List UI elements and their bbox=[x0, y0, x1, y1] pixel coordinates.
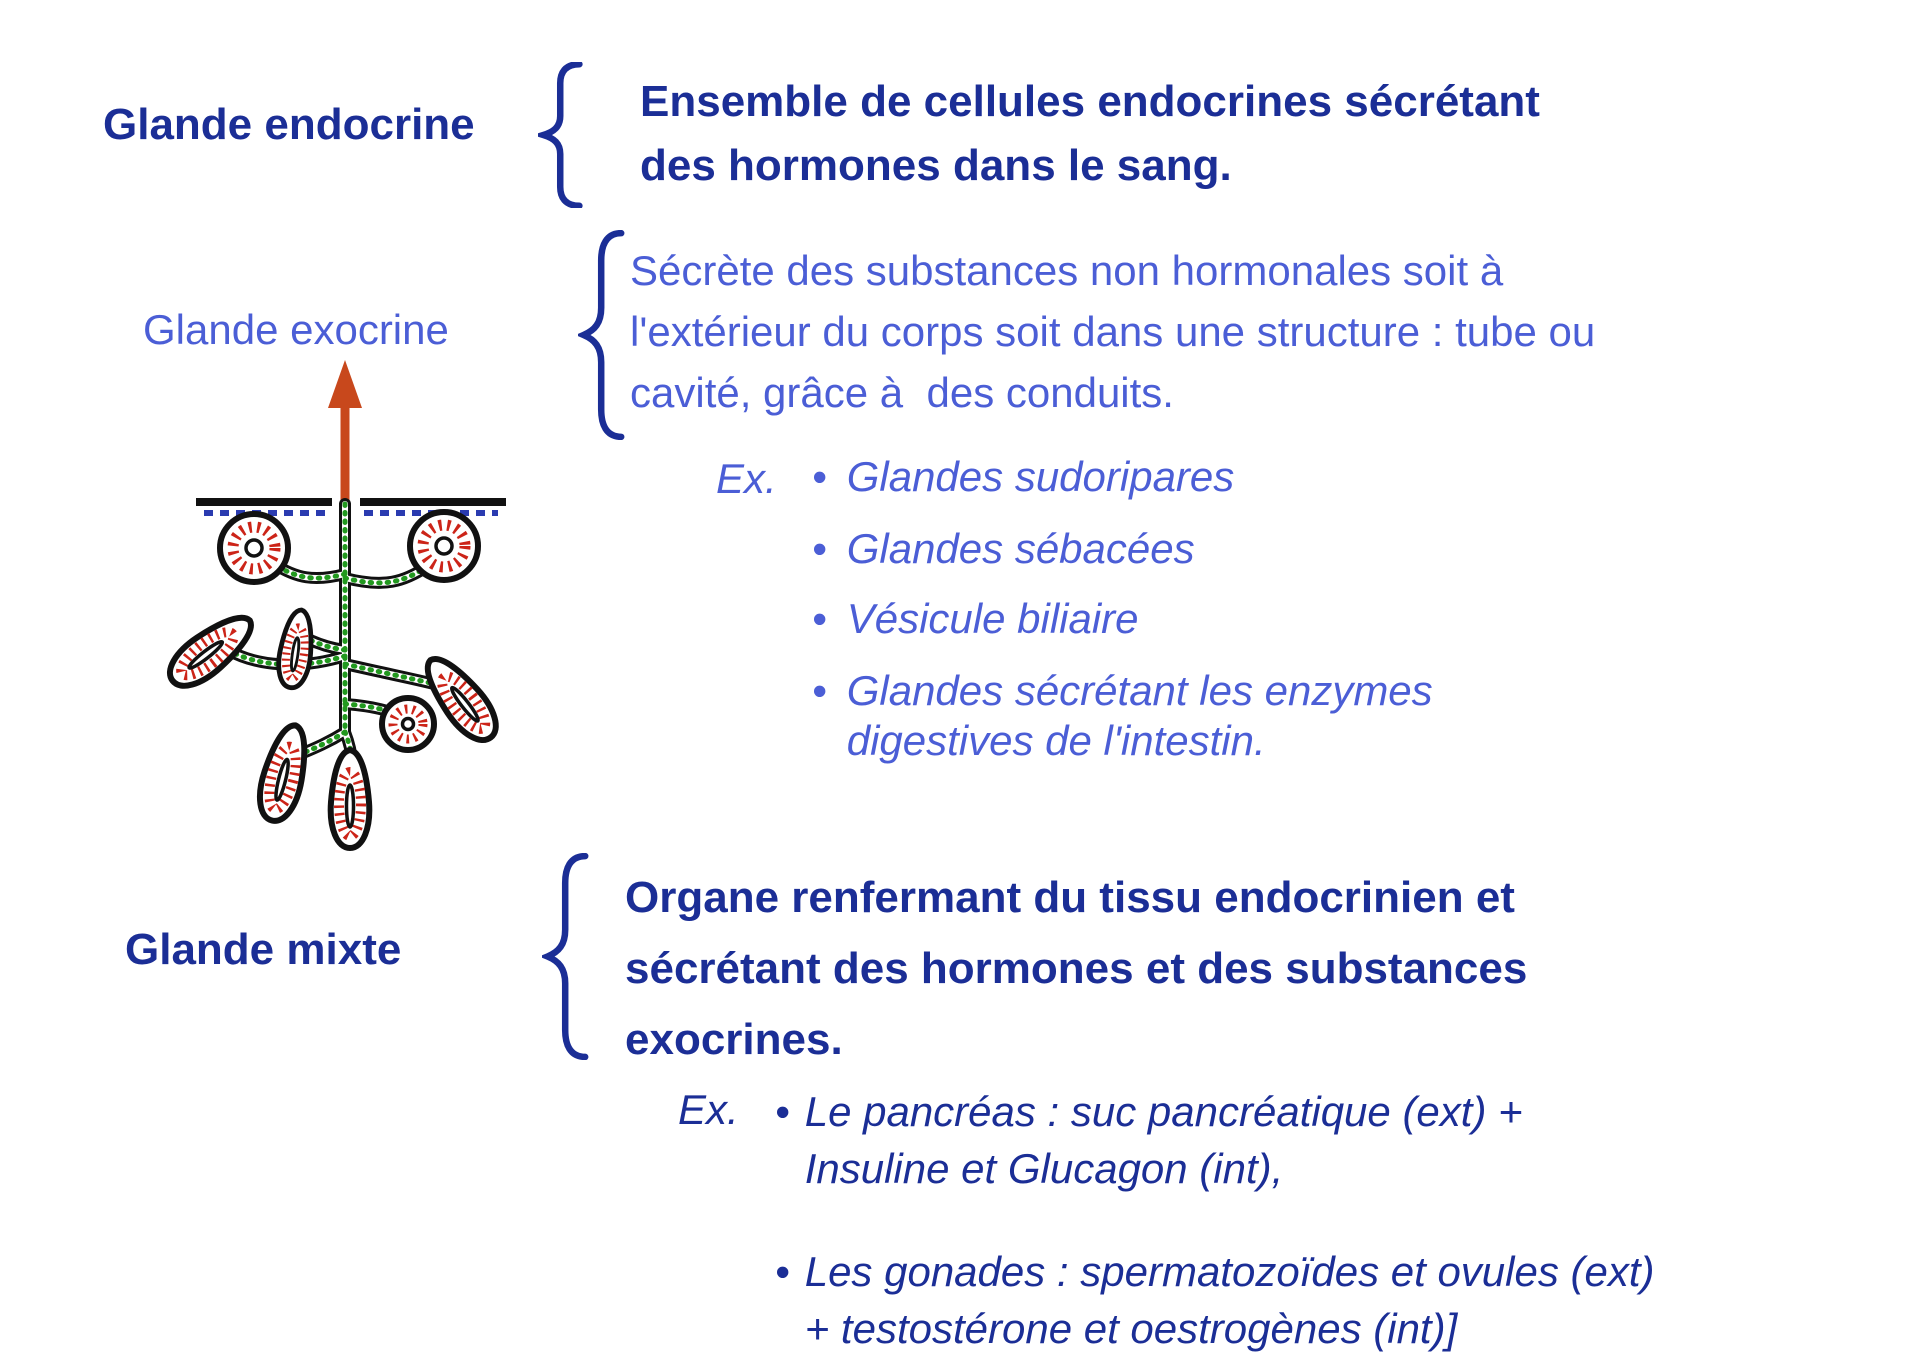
list-item: • Glandes sudoripares bbox=[812, 452, 1234, 502]
exocrine-gland-illustration bbox=[138, 360, 548, 852]
list-item: • Le pancréas : suc pancréatique (ext) +… bbox=[775, 1083, 1523, 1197]
list-item-text: Les gonades : spermatozoïdes et ovules (… bbox=[804, 1248, 1655, 1295]
exocrine-definition: Sécrète des substances non hormonales so… bbox=[630, 240, 1595, 423]
mixte-definition: Organe renfermant du tissu endocrinien e… bbox=[625, 862, 1527, 1075]
list-item-text: Glandes sudoripares bbox=[846, 453, 1235, 500]
bullet-icon: • bbox=[812, 667, 827, 714]
list-item-text: Glandes sécrétant les enzymes bbox=[846, 667, 1433, 714]
definition-line: Sécrète des substances non hormonales so… bbox=[630, 247, 1504, 294]
bullet-icon: • bbox=[812, 595, 827, 642]
list-item-text: Glandes sébacées bbox=[846, 525, 1195, 572]
mixte-label: Glande mixte bbox=[125, 925, 402, 974]
mixte-examples-label: Ex. bbox=[678, 1086, 739, 1133]
definition-line: Ensemble de cellules endocrines sécrétan… bbox=[640, 77, 1540, 126]
endocrine-definition: Ensemble de cellules endocrines sécrétan… bbox=[640, 70, 1540, 198]
definition-line: cavité, grâce à des conduits. bbox=[630, 369, 1174, 416]
list-item: • Vésicule biliaire bbox=[812, 594, 1139, 644]
exocrine-label: Glande exocrine bbox=[143, 306, 449, 353]
exocrine-examples-label: Ex. bbox=[716, 455, 777, 502]
list-item-text: Vésicule biliaire bbox=[846, 595, 1139, 642]
curly-brace-exocrine bbox=[578, 230, 626, 440]
up-arrow-icon bbox=[328, 360, 362, 500]
definition-line: Organe renfermant du tissu endocrinien e… bbox=[625, 873, 1515, 922]
list-item-text: + testostérone et oestrogènes (int)] bbox=[804, 1305, 1458, 1352]
bullet-icon: • bbox=[775, 1088, 790, 1135]
definition-line: exocrines. bbox=[625, 1015, 843, 1064]
acini bbox=[161, 509, 506, 848]
endocrine-label: Glande endocrine bbox=[103, 100, 475, 149]
list-item: • Les gonades : spermatozoïdes et ovules… bbox=[775, 1243, 1655, 1357]
definition-line: des hormones dans le sang. bbox=[640, 141, 1232, 190]
definition-line: l'extérieur du corps soit dans une struc… bbox=[630, 308, 1596, 355]
definition-line: sécrétant des hormones et des substances bbox=[625, 944, 1528, 993]
bullet-icon: • bbox=[812, 453, 827, 500]
list-item-text: Insuline et Glucagon (int), bbox=[804, 1145, 1284, 1192]
curly-brace-mixte bbox=[542, 853, 590, 1060]
list-item-text: Le pancréas : suc pancréatique (ext) + bbox=[804, 1088, 1523, 1135]
list-item: • Glandes sébacées bbox=[812, 524, 1195, 574]
bullet-icon: • bbox=[775, 1248, 790, 1295]
bullet-icon: • bbox=[812, 525, 827, 572]
list-item: • Glandes sécrétant les enzymes digestiv… bbox=[812, 666, 1433, 766]
curly-brace-endocrine bbox=[538, 62, 584, 208]
list-item-text: digestives de l'intestin. bbox=[846, 717, 1266, 764]
